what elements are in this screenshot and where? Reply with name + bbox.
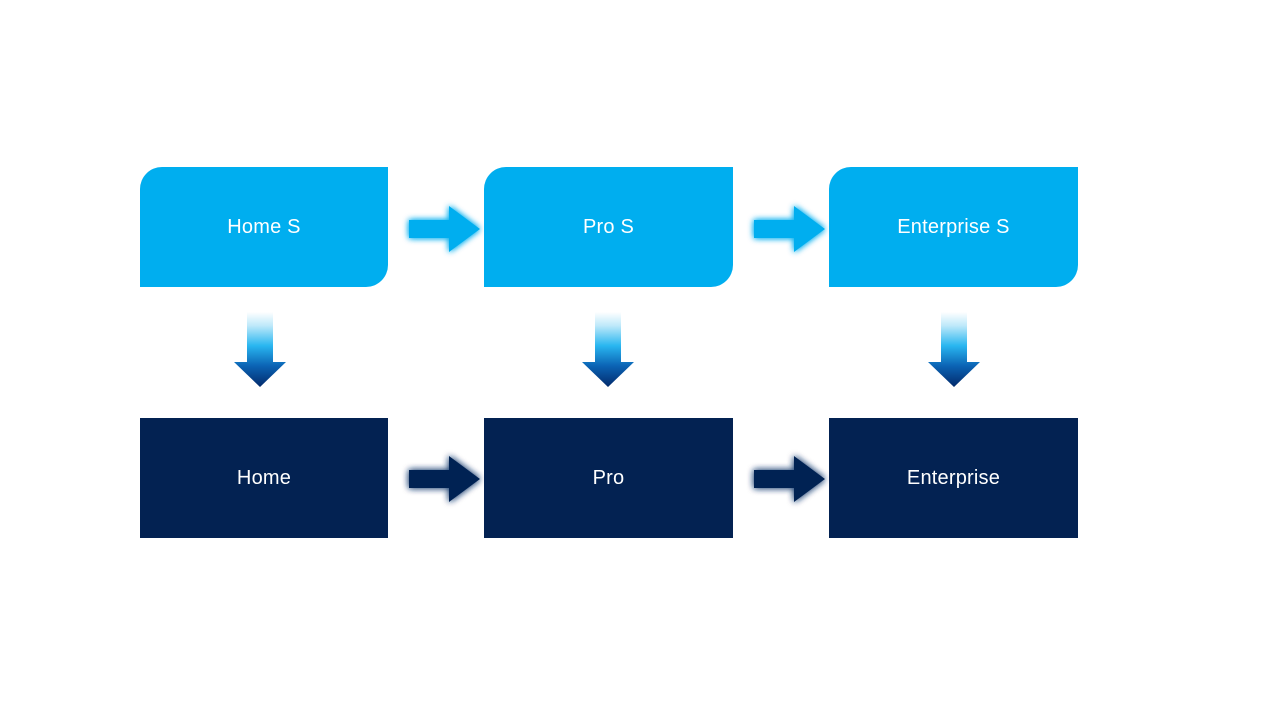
- node-enterprise[interactable]: Enterprise: [829, 418, 1078, 538]
- node-home-s-label: Home S: [227, 216, 301, 238]
- node-pro-s-label: Pro S: [582, 216, 635, 238]
- node-pro-label: Pro: [592, 467, 625, 489]
- arrow-pro-s-to-enterprise-s: [748, 200, 830, 258]
- node-home[interactable]: Home: [140, 418, 388, 538]
- arrow-home-s-to-pro-s: [403, 200, 485, 258]
- node-pro-s[interactable]: Pro S: [484, 167, 733, 287]
- arrow-enterprise-s-to-enterprise: [923, 310, 985, 390]
- arrow-pro-to-enterprise: [748, 450, 830, 508]
- node-enterprise-s-label: Enterprise S: [897, 216, 1010, 238]
- arrow-home-to-pro: [403, 450, 485, 508]
- node-pro[interactable]: Pro: [484, 418, 733, 538]
- arrow-home-s-to-home: [229, 310, 291, 390]
- node-home-s[interactable]: Home S: [140, 167, 388, 287]
- node-enterprise-label: Enterprise: [906, 467, 1001, 489]
- arrow-pro-s-to-pro: [577, 310, 639, 390]
- node-home-label: Home: [236, 467, 292, 489]
- node-enterprise-s[interactable]: Enterprise S: [829, 167, 1078, 287]
